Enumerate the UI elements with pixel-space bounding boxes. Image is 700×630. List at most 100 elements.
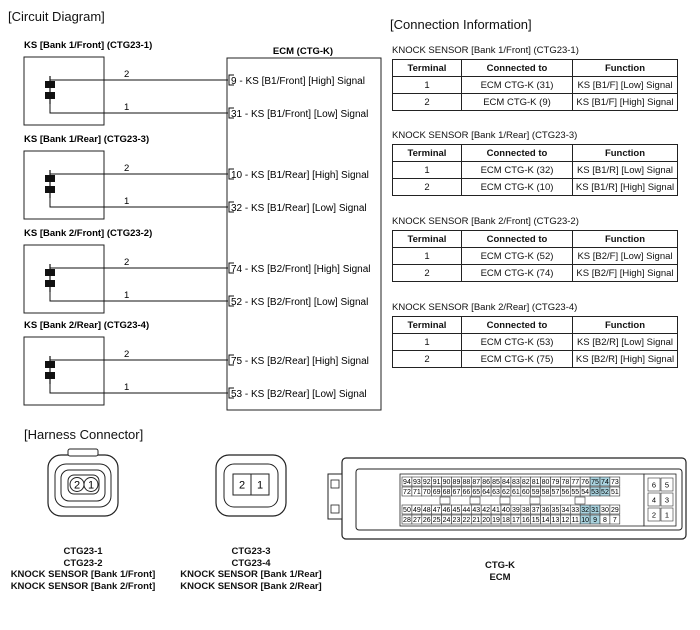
caption-line: CTG23-4: [231, 557, 271, 569]
ecm-pin-number: 58: [542, 489, 550, 496]
connector1-pin-1: 1: [88, 480, 94, 492]
ecm-pin-number: 34: [561, 507, 569, 514]
ecm-pin-number: 63: [492, 489, 500, 496]
ecm-pin-number: 9: [593, 517, 597, 524]
sensor-pin-low: 1: [124, 196, 129, 207]
sensor-box: [23, 336, 105, 406]
ecm-pin-number: 76: [581, 479, 589, 486]
connection-table: Terminal Connected to Function 1 ECM CTG…: [392, 316, 678, 368]
ecm-pin-number: 93: [413, 479, 421, 486]
connection-table-title: KNOCK SENSOR [Bank 1/Rear] (CTG23-3): [392, 130, 578, 141]
caption-line: KNOCK SENSOR [Bank 2/Front]: [10, 580, 156, 592]
table-row: 2 ECM CTG-K (10) KS [B1/R] [High] Signal: [392, 178, 678, 196]
ecm-pin-number: 66: [462, 489, 470, 496]
ecm-pin-number: 32: [581, 507, 589, 514]
ecm-title: ECM (CTG-K): [273, 46, 333, 57]
ecm-pin-number: 94: [403, 479, 411, 486]
connection-block-b1-front: KNOCK SENSOR [Bank 1/Front] (CTG23-1) Te…: [392, 45, 678, 111]
ecm-pin-number: 27: [413, 517, 421, 524]
ecm-pin-number: 47: [433, 507, 441, 514]
ecm-pin-bracket: [228, 168, 234, 180]
cell-terminal: 2: [392, 93, 462, 111]
ecm-pin-number: 70: [423, 489, 431, 496]
ecm-side-pin-cell: [647, 492, 661, 507]
sensor-group: KS [Bank 1/Front] (CTG23-1)219 - KS [B1/…: [23, 40, 368, 126]
ecm-pin-cell: [609, 514, 621, 525]
ecm-pin-cell: [609, 476, 621, 487]
connector-ctg23-3-4: 2 1: [215, 454, 287, 517]
ecm-pin-number: 87: [472, 479, 480, 486]
cell-terminal: 2: [392, 264, 462, 282]
table-row: 1 ECM CTG-K (31) KS [B1/F] [Low] Signal: [392, 76, 678, 94]
ecm-pin-number: 24: [443, 517, 451, 524]
ecm-side-pin-cell: [647, 507, 661, 522]
ecm-side-pin-cell: [660, 507, 674, 522]
ecm-pin-number: 30: [601, 507, 609, 514]
ecm-pin-number: 60: [522, 489, 530, 496]
sensor-label: KS [Bank 1/Front] (CTG23-1): [24, 40, 152, 51]
ecm-pin-number: 7: [613, 517, 617, 524]
ecm-pin-number: 16: [522, 517, 530, 524]
harness-connector-heading: [Harness Connector]: [24, 427, 144, 442]
ecm-pin-number: 72: [403, 489, 411, 496]
circuit-diagram-heading: [Circuit Diagram]: [8, 9, 105, 24]
table-row: 2 ECM CTG-K (9) KS [B1/F] [High] Signal: [392, 93, 678, 111]
connection-block-b2-front: KNOCK SENSOR [Bank 2/Front] (CTG23-2) Te…: [392, 216, 678, 282]
cell-function: KS [B1/F] [High] Signal: [572, 93, 678, 111]
ecm-side-pin-cell: [660, 477, 674, 492]
ecm-pin-number: 15: [532, 517, 540, 524]
caption-line: CTG23-3: [231, 546, 271, 557]
ecm-pin-number: 54: [581, 489, 589, 496]
ecm-pin-number: 31: [591, 507, 599, 514]
ecm-pin-number: 45: [453, 507, 461, 514]
ecm-pin-number: 46: [443, 507, 451, 514]
wire-high: [49, 356, 228, 361]
ecm-pin-number: 10: [581, 517, 589, 524]
connection-table-title: KNOCK SENSOR [Bank 1/Front] (CTG23-1): [392, 45, 579, 56]
sensor-label: KS [Bank 1/Rear] (CTG23-3): [24, 134, 149, 145]
ecm-pin-cell: [609, 504, 621, 515]
ecm-pin-number: 42: [482, 507, 490, 514]
cell-terminal: 2: [392, 178, 462, 196]
ecm-pin-number: 61: [512, 489, 520, 496]
ecm-pin-number: 13: [552, 517, 560, 524]
ecm-side-pin-number: 6: [652, 481, 656, 490]
connection-information-heading: [Connection Information]: [390, 17, 532, 32]
ecm-side-pin-cell: [660, 492, 674, 507]
ecm-key-notch: [529, 496, 541, 505]
ecm-side-pin-number: 2: [652, 511, 656, 520]
ecm-pin-number: 67: [453, 489, 461, 496]
sensor-pin-low: 1: [124, 102, 129, 113]
ecm-pin-number: 56: [561, 489, 569, 496]
connection-block-b1-rear: KNOCK SENSOR [Bank 1/Rear] (CTG23-3) Ter…: [392, 130, 678, 196]
ecm-pin-number: 84: [502, 479, 510, 486]
ecm-pin-number: 39: [512, 507, 520, 514]
sensor-pin-low: 1: [124, 290, 129, 301]
ecm-box: [226, 57, 382, 411]
connector-ctg23-1-2: 2 1: [47, 448, 119, 517]
ecm-pin-number: 85: [492, 479, 500, 486]
ecm-pin-number: 37: [532, 507, 540, 514]
connector1-caption: CTG23-1 CTG23-2 KNOCK SENSOR [Bank 1/Fro…: [0, 546, 166, 592]
ecm-pin-number: 62: [502, 489, 510, 496]
wire-low: [49, 104, 228, 114]
ecm-pin-number: 43: [472, 507, 480, 514]
sensor-pin-high: 2: [124, 349, 129, 360]
wire-high: [49, 264, 228, 269]
ecm-pin-number: 89: [453, 479, 461, 486]
ecm-pin-number: 81: [532, 479, 540, 486]
ecm-pin-number: 25: [433, 517, 441, 524]
ecm-pin-number: 29: [611, 507, 619, 514]
ecm-pin-number: 18: [502, 517, 510, 524]
wire-low: [49, 198, 228, 208]
wire-low: [49, 384, 228, 394]
ecm-pin-number: 8: [603, 517, 607, 524]
cell-function: KS [B1/R] [High] Signal: [572, 178, 678, 196]
ecm-pin-number: 40: [502, 507, 510, 514]
table-header-row: Terminal Connected to Function: [392, 144, 678, 162]
sensor-pin-high: 2: [124, 69, 129, 80]
